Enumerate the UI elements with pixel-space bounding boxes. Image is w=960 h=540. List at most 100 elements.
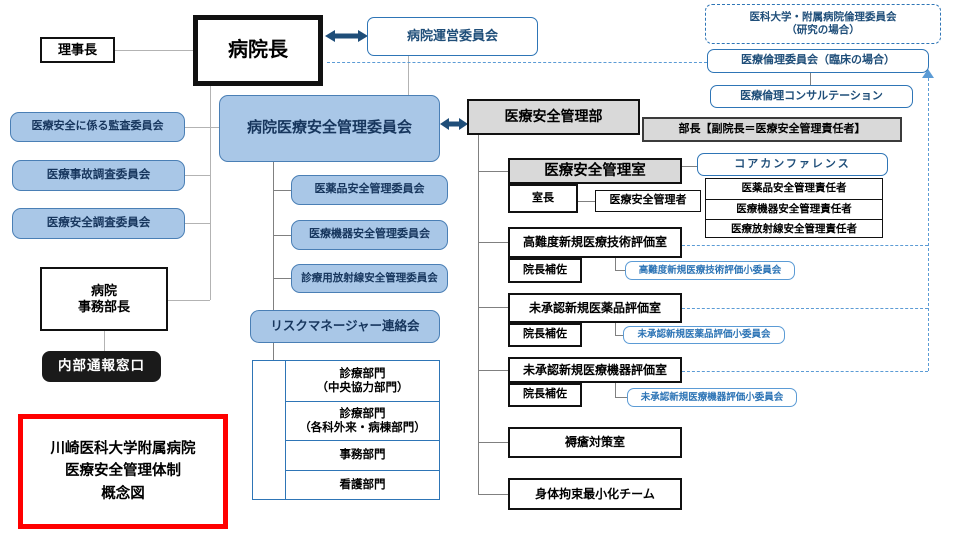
connector-line: [210, 86, 211, 300]
row-label: 事務部門: [339, 449, 386, 462]
node-label: 未承認新規医薬品評価小委員会: [637, 329, 771, 341]
node-label: 事務部長: [77, 299, 130, 314]
connector-line: [478, 242, 508, 243]
departments-table-spine: [253, 361, 286, 499]
caption-line: 概念図: [101, 485, 145, 502]
node-label: 高難度新規医療技術評価室: [522, 235, 667, 249]
node-label: 医療倫理委員会（臨床の場合）: [741, 54, 895, 67]
connector-line: [185, 127, 219, 128]
node-label: 病院: [90, 282, 117, 298]
list-item: 医薬品安全管理責任者: [706, 179, 882, 199]
connector-line: [615, 323, 616, 335]
double-arrow-icon: [440, 118, 468, 130]
node-advanced-tech-assistant: 院長補佐: [508, 258, 582, 283]
connector-line: [478, 135, 479, 494]
node-label: 病院長: [228, 39, 288, 61]
dashed-link-line: [327, 62, 707, 63]
table-row: 診療部門 （各科外来・病棟部門）: [286, 401, 439, 440]
node-chairman: 理事長: [40, 37, 115, 63]
connector-line: [273, 235, 291, 236]
node-univ-ethics-committee: 医科大学・附属病院倫理委員会 （研究の場合）: [705, 4, 941, 44]
node-accident-investigation-committee: 医療事故調査委員会: [12, 160, 185, 191]
node-label: 医療安全管理室: [544, 162, 646, 179]
node-safety-office: 医療安全管理室: [508, 158, 682, 184]
connector-line: [810, 72, 811, 85]
connector-line: [185, 223, 210, 224]
node-label: リスクマネージャー連絡会: [270, 318, 420, 333]
connector-line: [168, 300, 210, 301]
node-audit-committee: 医療安全に係る監査委員会: [10, 112, 185, 142]
node-restraint-team: 身体拘束最小化チーム: [508, 478, 682, 510]
node-new-drug-eval-room: 未承認新規医薬品評価室: [508, 293, 682, 323]
list-item: 医療機器安全管理責任者: [706, 199, 882, 219]
dashed-link-line: [928, 78, 929, 371]
connector-line: [408, 56, 409, 96]
connector-line: [478, 370, 508, 371]
node-advanced-tech-eval-room: 高難度新規医療技術評価室: [508, 227, 682, 258]
connector-line: [115, 50, 193, 51]
row-label: （中央協力部門）: [316, 382, 409, 394]
node-label: 身体拘束最小化チーム: [535, 486, 655, 501]
node-label: 医療安全に係る監査委員会: [31, 120, 164, 133]
node-label: 未承認新規医療機器評価小委員会: [640, 391, 784, 403]
connector-line: [273, 343, 274, 360]
node-label: 院長補佐: [523, 388, 567, 401]
caption-box: 川崎医科大学附属病院 医療安全管理体制 概念図: [18, 414, 228, 529]
list-item-label: 医療放射線安全管理責任者: [731, 222, 857, 235]
list-item-label: 医薬品安全管理責任者: [741, 182, 847, 195]
node-ethics-consultation: 医療倫理コンサルテーション: [710, 85, 913, 108]
node-label: 部長【副院長＝医療安全管理責任者】: [678, 122, 866, 135]
list-item-label: 医療機器安全管理責任者: [736, 202, 852, 215]
node-label: 医療安全調査委員会: [46, 217, 151, 230]
dashed-link-line: [682, 308, 928, 309]
row-label: 診療部門: [339, 407, 386, 420]
node-admin-director: 病院 事務部長: [40, 267, 168, 331]
node-safety-investigation-committee: 医療安全調査委員会: [12, 208, 185, 239]
node-label: 診療用放射線安全管理委員会: [301, 271, 438, 284]
connector-line: [273, 190, 291, 191]
node-label: コアカンファレンス: [734, 157, 851, 170]
dashed-link-line: [682, 371, 928, 372]
departments-table: 診療部門 （中央協力部門） 診療部門 （各科外来・病棟部門） 事務部門 看護部門: [252, 360, 440, 500]
node-label: 未承認新規医療機器評価室: [522, 362, 667, 377]
node-label: 医薬品安全管理委員会: [314, 183, 425, 196]
node-label: 内部通報窓口: [58, 358, 145, 374]
node-pressure-ulcer-room: 褥瘡対策室: [508, 427, 682, 458]
connector-line: [478, 307, 508, 308]
node-label: 院長補佐: [523, 263, 567, 276]
connector-line: [682, 166, 697, 167]
node-hospital-director: 病院長: [193, 15, 323, 86]
node-internal-reporting: 内部通報窓口: [42, 351, 161, 382]
connector-line: [273, 278, 291, 279]
dashed-link-line: [682, 245, 928, 246]
node-radiation-safety-committee: 診療用放射線安全管理委員会: [291, 264, 448, 293]
node-label: 未承認新規医薬品評価室: [528, 300, 661, 315]
table-row: 看護部門: [286, 470, 439, 500]
node-label: 医療安全管理部: [504, 108, 603, 125]
node-label: （研究の場合）: [786, 24, 860, 36]
node-label: 病院運営委員会: [406, 28, 498, 44]
list-item: 医療放射線安全管理責任者: [706, 219, 882, 239]
node-label: 医療機器安全管理委員会: [309, 228, 430, 241]
connector-line: [478, 442, 508, 443]
connector-line: [104, 331, 105, 351]
connector-line: [273, 162, 274, 310]
node-label: 高難度新規医療技術評価小委員会: [638, 264, 782, 276]
caption-line: 川崎医科大学附属病院: [50, 440, 196, 457]
connector-line: [615, 397, 627, 398]
row-label: 看護部門: [339, 479, 386, 492]
node-steering-committee: 病院運営委員会: [367, 17, 538, 56]
node-safety-division: 医療安全管理部: [467, 99, 640, 135]
node-label: 医療安全管理者: [609, 194, 687, 207]
connector-line: [615, 258, 616, 270]
node-hospital-safety-committee: 病院医療安全管理委員会: [219, 95, 440, 162]
responsible-persons-list: 医薬品安全管理責任者 医療機器安全管理責任者 医療放射線安全管理責任者: [705, 178, 883, 238]
node-label: 院長補佐: [523, 328, 567, 341]
node-label: 医療事故調査委員会: [46, 169, 151, 182]
connector-line: [615, 270, 625, 271]
node-office-chief: 室長: [508, 184, 578, 213]
node-risk-manager-meeting: リスクマネージャー連絡会: [250, 310, 440, 343]
node-new-device-eval-room: 未承認新規医療機器評価室: [508, 357, 682, 383]
node-division-head: 部長【副院長＝医療安全管理責任者】: [642, 117, 902, 142]
